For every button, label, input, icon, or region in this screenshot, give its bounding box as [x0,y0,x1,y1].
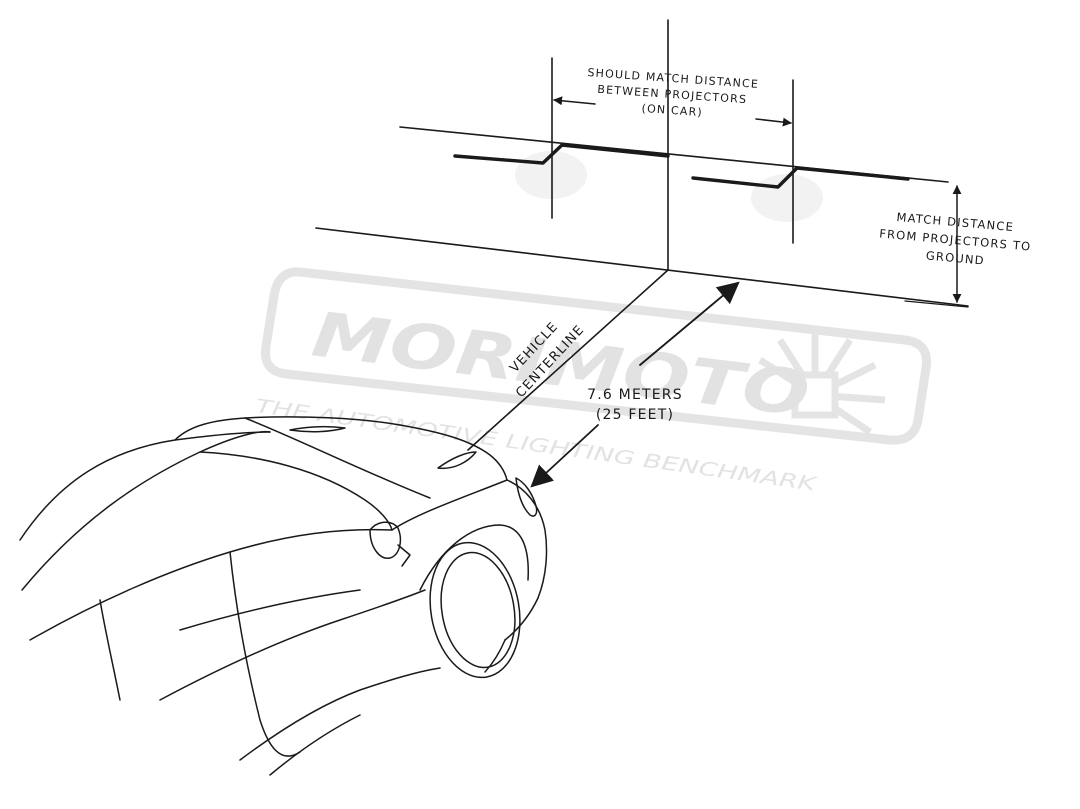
car-hood-crease [244,417,431,499]
distance-label: 7.6 METERS (25 FEET) [587,387,683,423]
left-hotspot [515,151,587,199]
distance-line-1: 7.6 METERS [587,387,683,403]
height-match-label: MATCH DISTANCE FROM PROJECTORS TO GROUND [879,210,1032,268]
ground-line [315,227,969,307]
distance-line-2: (25 FEET) [596,407,674,423]
height-tick-bottom [904,300,969,308]
distance-arrow-upper [639,281,740,366]
car-front-bumper [504,597,539,641]
car-windshield-top [174,416,401,441]
car-windshield-side [21,430,271,591]
car-front-wheel-outer [429,541,521,679]
watermark-sunburst-icon [758,330,886,435]
car-hood-right-edge [399,424,508,481]
spacing-arrow-left [553,96,596,106]
spacing-arrow-right [755,117,792,127]
car-grille-line [484,639,506,673]
watermark-logo: MORIMOTO THE AUTOMOTIVE LIGHTING BENCHMA… [254,267,932,496]
car-hood-vent-left [289,425,346,433]
car-front-wheel-inner [440,551,516,669]
car-side-upper [29,528,393,641]
watermark-logo-frame [260,267,932,445]
car-side-lower [159,589,426,701]
car-hood-vent-right [437,451,477,470]
car-roof [19,431,271,541]
right-beam-cutoff [691,166,910,189]
projector-spacing-label: SHOULD MATCH DISTANCE BETWEEN PROJECTORS… [587,66,759,119]
car-rocker [239,667,441,761]
car-hood-front [391,479,508,531]
car-mirror-stem [397,544,411,567]
car-hood-left-edge [199,451,393,531]
right-hotspot [751,174,823,222]
height-match-line-3: GROUND [925,248,985,267]
car-wheel-arch [419,524,529,591]
distance-arrow-lower [530,424,599,488]
car-headlight-icon [515,477,538,517]
car-side-crease [179,589,361,631]
car-door-rear [99,599,121,701]
vehicle-centerline-ground [467,269,669,451]
car-door-front [229,551,301,757]
left-beam-cutoff [453,143,670,165]
projector-spacing-line-3: (ON CAR) [641,102,703,119]
car-fender-top [506,479,548,599]
car-side-body [269,714,361,776]
car-drawing [19,416,548,776]
